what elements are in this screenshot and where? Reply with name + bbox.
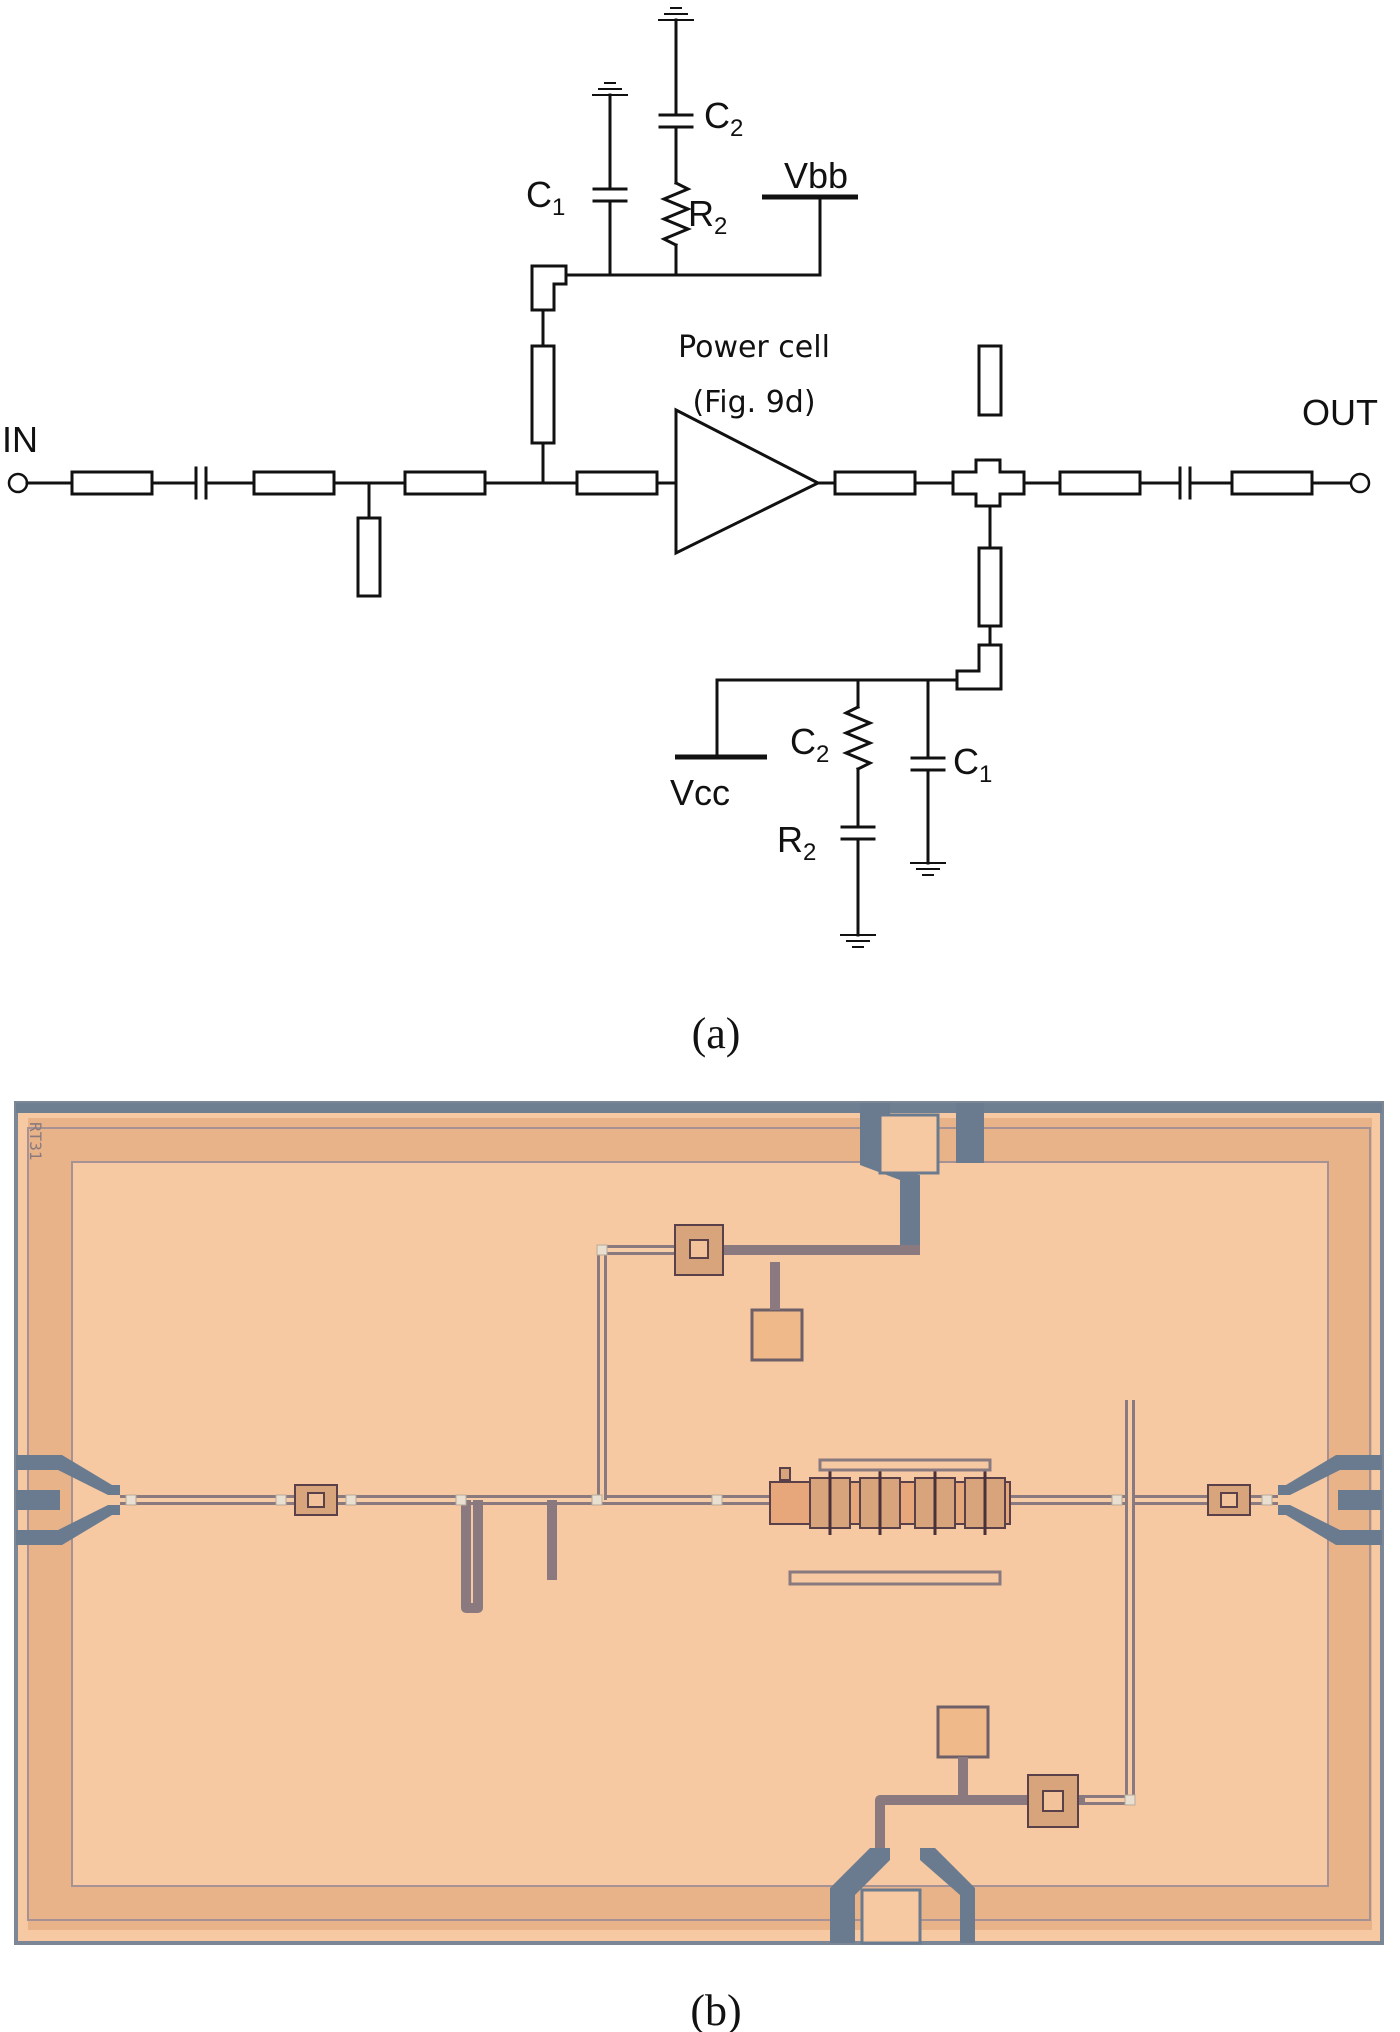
power-cell-figure-ref: (Fig. 9d) [692,385,815,420]
vcc-label: Vcc [670,772,730,813]
input-port-terminal [7,472,29,494]
input-bias-bend [530,264,568,312]
die-seal-ring [28,1118,1372,1930]
input-bias-line [530,344,556,445]
power-cell-amplifier [674,407,822,556]
circuit-schematic: IN OUT Vbb Vcc Power cell (Fig. 9d) C1 C… [2,7,1378,1058]
die-image: RT31 [14,1101,1384,1945]
in-label: IN [2,419,38,460]
bottom-dc-probe-pads [830,1848,975,1945]
input-line-segment-3 [403,470,487,496]
input-probe-pads [16,1455,120,1545]
input-line-segment-2 [252,470,336,496]
output-bias-capacitor [1027,1774,1079,1828]
top-c2-label: C2 [704,95,743,142]
input-line-segment-4 [575,470,659,496]
panel-b-caption: (b) [690,1986,741,2032]
output-port-terminal [1349,472,1371,494]
input-bias-dc-pad [750,1308,804,1362]
output-cross-junction [951,458,1026,508]
output-bias-network [675,344,1003,948]
power-cell-layout [769,1458,1011,1586]
power-cell-label: Power cell [678,330,830,365]
ground-symbol [592,82,628,96]
output-upper-stub [977,344,1003,417]
input-bias-network [530,7,858,485]
top-dc-probe-pads [860,1103,984,1250]
output-bias-bend [955,643,1003,691]
die-marking: RT31 [26,1122,45,1161]
output-capacitor [1207,1484,1251,1516]
ground-symbol [658,7,694,21]
main-rf-line [7,407,1371,556]
panel-a-caption: (a) [692,1009,741,1058]
input-line-segment-1 [70,470,154,496]
input-capacitor [294,1484,338,1516]
vbb-label: Vbb [784,155,848,196]
input-bias-capacitor [674,1224,724,1276]
top-r2-label: R2 [688,193,727,240]
bottom-r2-label: R2 [777,819,816,866]
ground-symbol [910,862,946,876]
bottom-c1-label: C1 [953,741,992,788]
output-line-segment-1 [833,470,917,496]
line-vias [125,1244,1273,1806]
ground-symbol [840,934,876,948]
input-shunt-stub [356,481,382,598]
die-substrate [16,1103,1382,1943]
output-bias-line [977,546,1003,628]
output-line-segment-3 [1230,470,1314,496]
output-line-segment-2 [1058,470,1142,496]
bottom-c2-label: C2 [790,721,829,768]
top-c1-label: C1 [526,174,565,221]
out-label: OUT [1302,392,1378,433]
output-probe-pads [1278,1455,1382,1545]
output-bias-dc-pad [936,1705,990,1759]
